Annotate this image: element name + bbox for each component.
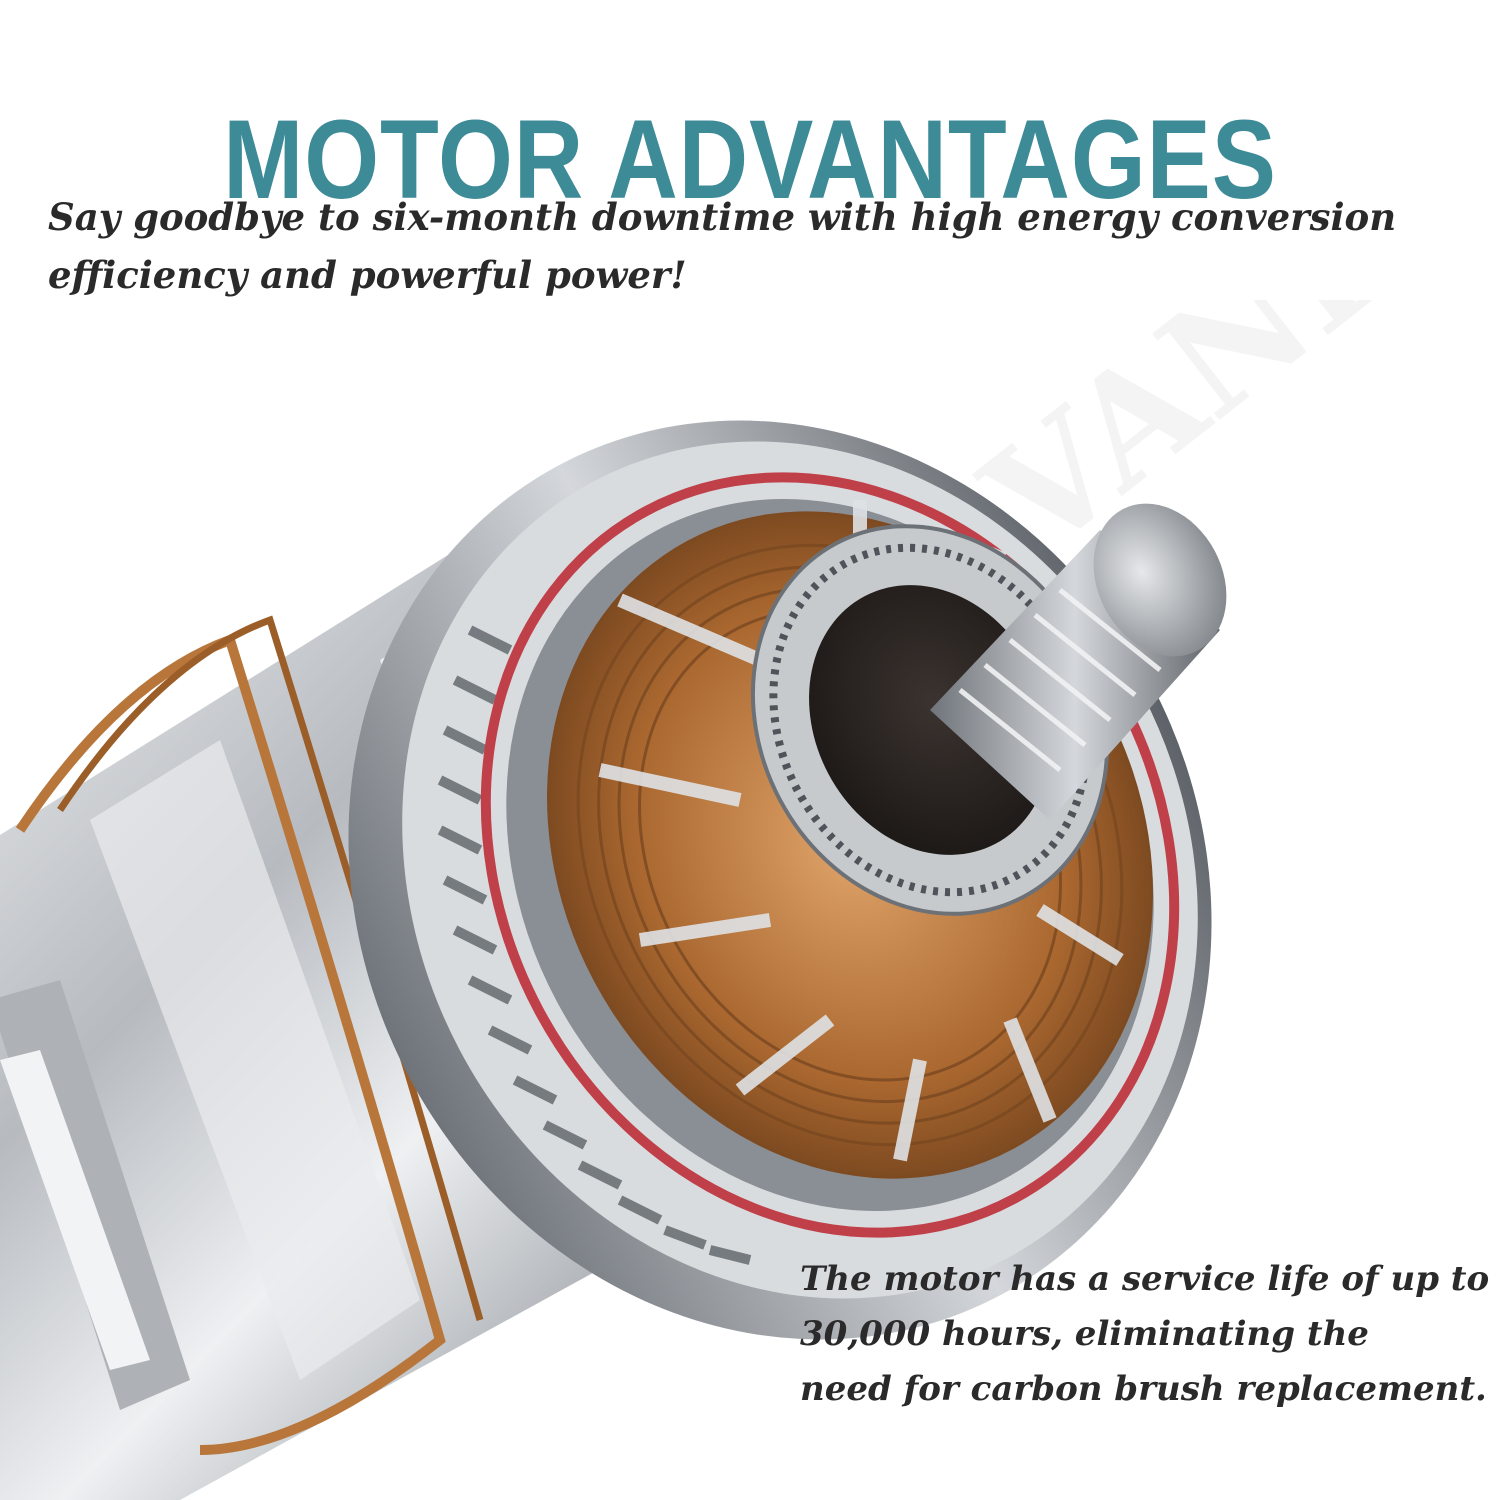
page-title: MOTOR ADVANTAGES: [223, 97, 1277, 223]
intro-line-1: Say goodbye to six-month downtime with h…: [48, 195, 1397, 239]
intro-line-2: efficiency and powerful power!: [48, 253, 687, 297]
detail-line-2: 30,000 hours, eliminating the: [800, 1314, 1369, 1354]
detail-line-3: need for carbon brush replacement.: [800, 1369, 1487, 1409]
watermark: VANRIUM: [953, 300, 1500, 589]
detail-line-1: The motor has a service life of up to: [800, 1259, 1490, 1299]
detail-text: The motor has a service life of up to 30…: [800, 1252, 1490, 1417]
motor-shaft: [930, 503, 1227, 820]
intro-text: Say goodbye to six-month downtime with h…: [48, 188, 1468, 304]
motor-illustration: VANRIUM: [0, 300, 1500, 1500]
